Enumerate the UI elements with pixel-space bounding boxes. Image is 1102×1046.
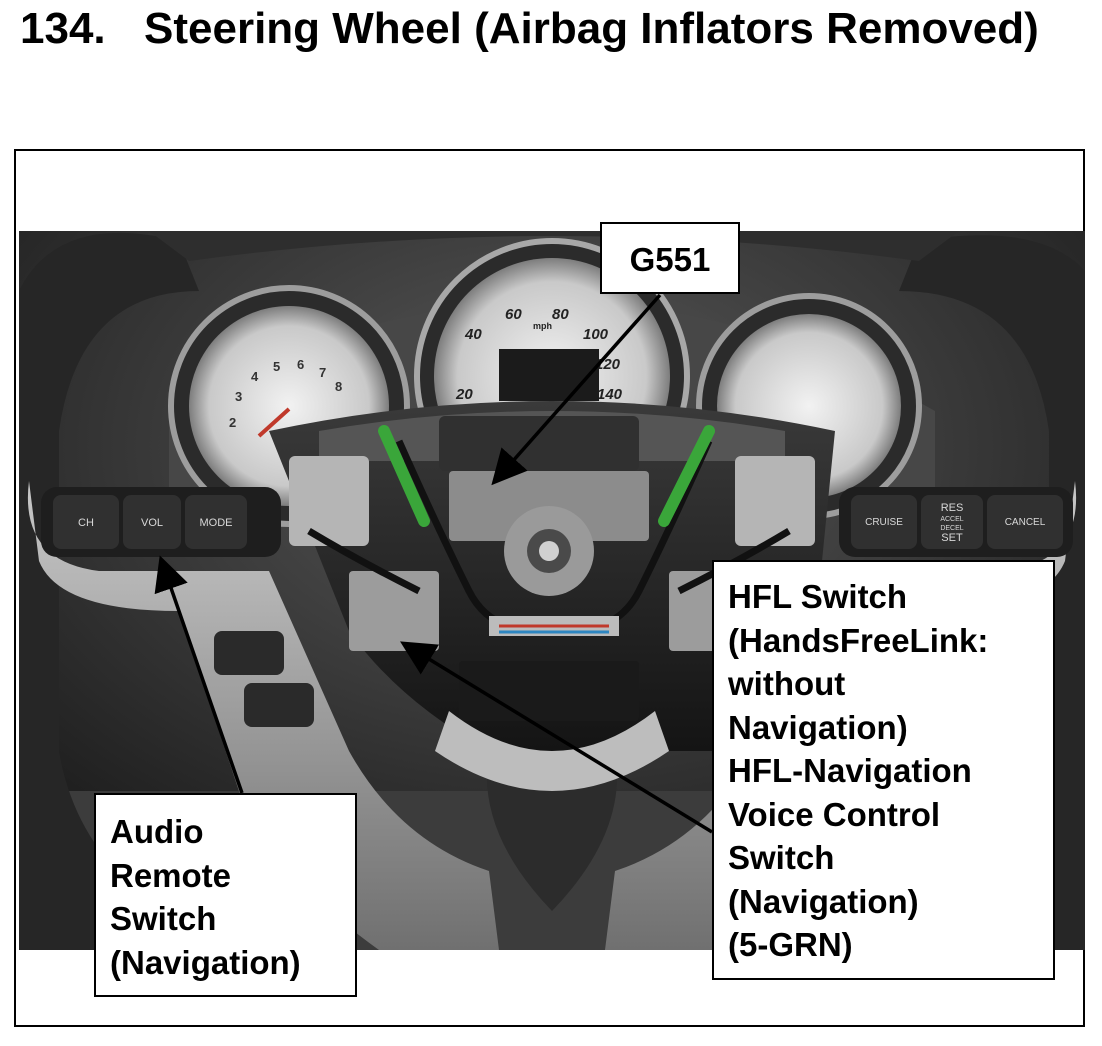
page-title: 134. Steering Wheel (Airbag Inflators Re… <box>20 6 1080 52</box>
tach-tick: 3 <box>235 389 242 404</box>
horn-contact-cover <box>439 416 639 471</box>
callout-line: (HandsFreeLink: <box>728 621 989 659</box>
accel-button-label: ACCEL <box>940 516 963 523</box>
callout-line: (Navigation) <box>110 943 301 981</box>
callout-line: Audio <box>110 813 204 850</box>
steering-wheel-rim-right <box>899 235 1085 950</box>
green-connectors <box>378 425 715 527</box>
callout-audio-remote-switch: Audio Remote Switch (Navigation) <box>94 793 357 997</box>
title-text: Steering Wheel (Airbag Inflators Removed… <box>144 4 1039 53</box>
callout-line: HFL-Navigation <box>728 752 972 789</box>
callout-line: (5-GRN) <box>728 926 853 963</box>
callout-line: HFL Switch <box>728 578 908 615</box>
speedo-tick: 100 <box>583 326 609 343</box>
decel-button-label: DECEL <box>940 525 963 532</box>
ch-button-label: CH <box>78 517 94 529</box>
res-button-label: RES <box>941 502 964 514</box>
speedo-tick: 40 <box>464 326 482 343</box>
callout-hfl-switch: HFL Switch (HandsFreeLink: without Navig… <box>712 560 1055 980</box>
callout-line: Navigation) <box>728 708 908 746</box>
cancel-button-label: CANCEL <box>1005 517 1046 528</box>
speedo-tick: 20 <box>455 386 473 403</box>
speedo-unit-label: mph <box>533 321 552 331</box>
tach-tick: 8 <box>335 379 342 394</box>
hang-up-button <box>244 683 314 727</box>
pick-up-button <box>214 631 284 675</box>
speedo-tick: 80 <box>552 306 569 323</box>
tach-tick: 4 <box>251 369 259 384</box>
callout-line: (Navigation) <box>728 882 919 920</box>
g551-label: G551 <box>629 241 711 278</box>
title-number: 134. <box>20 4 106 53</box>
callout-line: Remote <box>110 856 232 894</box>
speedo-tick: 60 <box>505 306 522 323</box>
callout-line: without <box>728 665 846 702</box>
callout-line: Switch <box>110 900 217 937</box>
callout-g551: G551 <box>600 222 740 294</box>
tach-tick: 7 <box>319 365 326 380</box>
callout-line: Voice Control <box>728 795 941 833</box>
clock-spring-connector <box>459 661 639 721</box>
vol-button-label: VOL <box>141 517 163 529</box>
mode-button-label: MODE <box>200 517 233 529</box>
cruise-button-label: CRUISE <box>865 517 903 528</box>
set-button-label: SET <box>941 532 963 544</box>
tach-tick: 2 <box>229 415 236 430</box>
callout-line: Switch <box>728 839 835 876</box>
steering-wheel-rim-left <box>19 232 199 950</box>
speedo-tick: 140 <box>597 386 623 403</box>
tach-tick: 5 <box>273 359 280 374</box>
tach-tick: 6 <box>297 357 304 372</box>
